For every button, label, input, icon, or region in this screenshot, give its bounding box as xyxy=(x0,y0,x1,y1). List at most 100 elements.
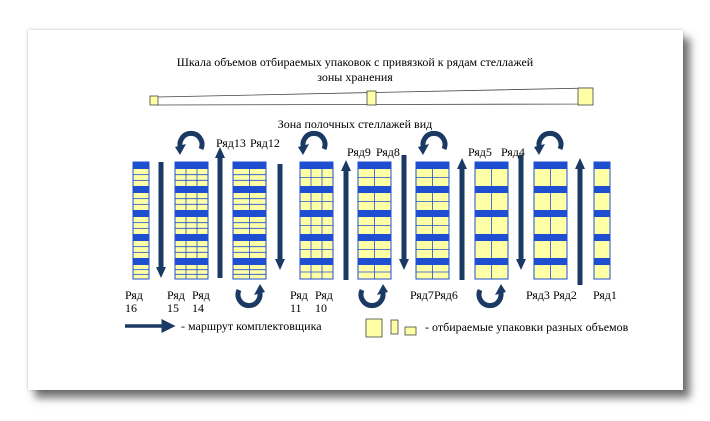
rack-row-3-2 xyxy=(533,161,568,280)
shelf-band xyxy=(358,162,391,169)
u-turns xyxy=(175,130,564,309)
route-arrow-head xyxy=(341,160,351,171)
row-label-12: Ряд12 xyxy=(250,136,280,150)
rack-row-13-12 xyxy=(232,161,267,280)
shelf-band xyxy=(175,210,208,217)
shelf-band xyxy=(300,162,333,169)
route-arrow-head xyxy=(156,267,166,278)
shelf-band xyxy=(475,258,508,265)
shelf-band xyxy=(300,258,333,265)
shelf-band xyxy=(475,210,508,217)
shelf-band xyxy=(175,258,208,265)
u-turn-arrow-head xyxy=(534,144,545,155)
scale-title-line2: зоны хранения xyxy=(317,70,393,84)
shelf-band xyxy=(594,258,610,265)
shelf-band xyxy=(534,258,567,265)
shelf-band xyxy=(594,234,610,241)
shelf-band xyxy=(300,234,333,241)
u-turn-arrow-icon xyxy=(420,130,448,151)
u-turn-arrow-head xyxy=(298,144,309,155)
u-turn-arrow-head xyxy=(418,144,429,155)
shelf-band xyxy=(133,186,149,193)
shelf-band xyxy=(133,258,149,265)
row-label-2: Ряд2 xyxy=(553,288,577,302)
rack-row-11-10 xyxy=(299,161,334,280)
racks xyxy=(132,161,611,280)
u-turn-arrow-head xyxy=(175,144,186,155)
shelf-band xyxy=(133,162,149,169)
u-turn-arrow-icon xyxy=(358,288,386,309)
u-turn-arrow-icon xyxy=(235,288,263,309)
shelf-band xyxy=(416,186,449,193)
route-arrow-head xyxy=(399,259,409,270)
zone-title: Зона полочных стеллажей вид xyxy=(277,117,433,131)
shelf-band xyxy=(175,162,208,169)
shelf-band xyxy=(175,186,208,193)
shelf-band xyxy=(233,162,266,169)
shelf-band xyxy=(416,210,449,217)
shelf-band xyxy=(358,234,391,241)
route-arrow-head xyxy=(516,259,526,270)
u-turn-arrow-icon xyxy=(476,288,504,309)
shelf-band xyxy=(594,210,610,217)
route-arrow-head xyxy=(275,259,285,270)
scale-title-line1: Шкала объемов отбираемых упаковок с прив… xyxy=(176,55,534,69)
large-package-icon xyxy=(577,87,594,106)
shelf-band xyxy=(416,258,449,265)
scale-title: Шкала объемов отбираемых упаковок с прив… xyxy=(0,55,710,85)
row-label-1: Ряд1 xyxy=(593,288,617,302)
shelf-band xyxy=(475,162,508,169)
row-label-13: Ряд13 xyxy=(216,136,246,150)
rack-row-7-6 xyxy=(415,161,450,280)
row-label-6: Ряд6 xyxy=(434,288,458,302)
route-arrow-head xyxy=(457,158,467,169)
shelf-band xyxy=(133,234,149,241)
shelf-band xyxy=(534,186,567,193)
shelf-band xyxy=(233,258,266,265)
route-arrow-head xyxy=(215,147,225,158)
shelf-band xyxy=(133,210,149,217)
rack-row-15-14 xyxy=(174,161,209,280)
row-label-7: Ряд7 xyxy=(410,288,434,302)
shelf-band xyxy=(358,258,391,265)
shelf-band xyxy=(475,186,508,193)
rack-row-9-8 xyxy=(357,161,392,280)
shelf-band xyxy=(534,234,567,241)
shelf-band xyxy=(594,162,610,169)
u-turn-arrow-head xyxy=(377,284,388,295)
shelf-band xyxy=(594,186,610,193)
legend-packages-text: - отбираемые упаковки разных объемов xyxy=(425,320,629,334)
medium-package-icon xyxy=(366,90,377,106)
legend-route-text: - маршрут комплектовщика xyxy=(181,319,322,333)
small-package-icon xyxy=(149,95,159,106)
package-box-icon xyxy=(390,319,399,335)
route-arrow-head xyxy=(575,158,585,169)
u-turn-arrow-head xyxy=(254,284,265,295)
u-turn-arrow-head xyxy=(495,284,506,295)
route-arrows xyxy=(156,147,585,285)
row-label-3: Ряд3 xyxy=(526,288,550,302)
shelf-band xyxy=(358,210,391,217)
shelf-band xyxy=(534,162,567,169)
shelf-band xyxy=(534,210,567,217)
u-turn-arrow-icon xyxy=(536,130,564,151)
shelf-band xyxy=(416,162,449,169)
row-label-5: Ряд5 xyxy=(468,145,492,159)
shelf-band xyxy=(233,234,266,241)
row-label-9: Ряд9 xyxy=(347,145,371,159)
shelf-band xyxy=(300,186,333,193)
package-box-icon xyxy=(365,318,383,338)
shelf-band xyxy=(175,234,208,241)
rack-row-5-4 xyxy=(474,161,509,280)
volume-scale xyxy=(149,87,594,106)
shelf-band xyxy=(358,186,391,193)
package-box-icon xyxy=(404,326,417,336)
shelf-band xyxy=(475,234,508,241)
legend xyxy=(125,318,417,338)
